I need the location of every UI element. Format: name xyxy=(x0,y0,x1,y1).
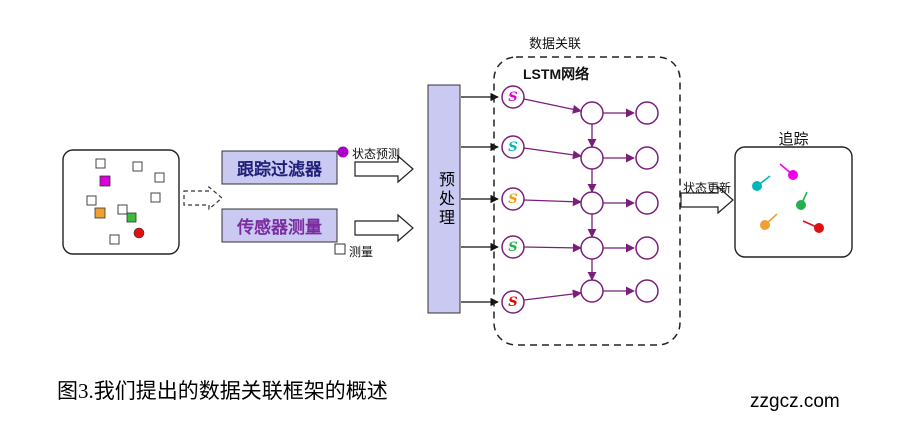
sensor-measurement-label: 传感器测量 xyxy=(237,218,322,237)
sensor-measurement-box xyxy=(221,208,338,243)
target-square-green xyxy=(126,212,137,223)
measurement-square xyxy=(86,195,97,206)
track-dot xyxy=(814,223,824,233)
state-prediction-dot xyxy=(337,146,349,158)
output-node-circle xyxy=(635,146,659,170)
output-node-circle xyxy=(635,191,659,215)
preprocess-label: 预处理 xyxy=(436,170,453,228)
s-node-circle xyxy=(501,290,525,314)
sensor-scene-box xyxy=(62,149,180,255)
block-arrow-tracking-filter xyxy=(354,154,414,184)
network-arrow xyxy=(523,98,582,114)
hidden-node-circle xyxy=(580,146,604,170)
network-arrow xyxy=(523,147,582,160)
tracking-filter-box xyxy=(221,150,338,185)
tracking-filter-label: 跟踪过滤器 xyxy=(237,160,322,179)
s-node-circle xyxy=(501,85,525,109)
data-association-title: 数据关联 xyxy=(529,36,582,51)
watermark: zzgcz.com xyxy=(750,391,840,412)
preprocess-box xyxy=(427,84,461,314)
input-arrows xyxy=(461,92,499,307)
s-node-label: S xyxy=(508,90,517,105)
measurement-squares xyxy=(86,158,165,245)
output-node-circle xyxy=(635,236,659,260)
network-arrows xyxy=(523,98,635,301)
tracks xyxy=(752,163,824,233)
tracking-box xyxy=(734,146,853,258)
s-node-label: S xyxy=(508,240,517,255)
s-node-labels: S S S S S xyxy=(508,90,517,310)
s-node-circle xyxy=(501,187,525,211)
measurement-square xyxy=(132,161,143,172)
track-dot xyxy=(752,181,762,191)
lstm-network-label: LSTM网络 xyxy=(523,66,590,82)
measurement-square xyxy=(150,192,161,203)
s-node-circle xyxy=(501,135,525,159)
dashed-block-arrow xyxy=(183,185,223,211)
measurement-square xyxy=(154,172,165,183)
preprocess-label-box: 预处理 xyxy=(428,85,460,313)
hidden-node-circle xyxy=(580,236,604,260)
block-arrow-sensor-measurement xyxy=(354,213,414,243)
s-node-label: S xyxy=(508,140,517,155)
measurement-square xyxy=(95,158,106,169)
target-square-orange xyxy=(94,207,106,219)
network-arrow xyxy=(523,289,582,301)
s-node-label: S xyxy=(508,192,517,207)
figure-caption: 图3.我们提出的数据关联框架的概述 xyxy=(57,379,388,403)
tracking-title: 追踪 xyxy=(778,131,809,148)
network-arrow xyxy=(523,197,582,207)
network-arrow xyxy=(523,243,582,253)
measurement-label: 测量 xyxy=(349,245,374,259)
state-update-label: 状态更新 xyxy=(683,181,732,195)
target-square-magenta xyxy=(99,175,111,187)
s-node-label: S xyxy=(508,295,517,310)
hidden-node-circle xyxy=(580,191,604,215)
track-dot xyxy=(796,200,806,210)
track-dot xyxy=(788,170,798,180)
block-arrow-state-update xyxy=(680,185,734,215)
state-prediction-label: 状态预测 xyxy=(352,147,401,161)
hidden-node-circle xyxy=(580,101,604,125)
hidden-node-circle xyxy=(580,279,604,303)
output-node-circle xyxy=(635,279,659,303)
target-dot-red xyxy=(133,227,145,239)
track-dot xyxy=(760,220,770,230)
measurement-square xyxy=(117,204,128,215)
output-node-circle xyxy=(635,101,659,125)
measurement-square xyxy=(109,234,120,245)
measurement-legend-square xyxy=(334,243,346,255)
